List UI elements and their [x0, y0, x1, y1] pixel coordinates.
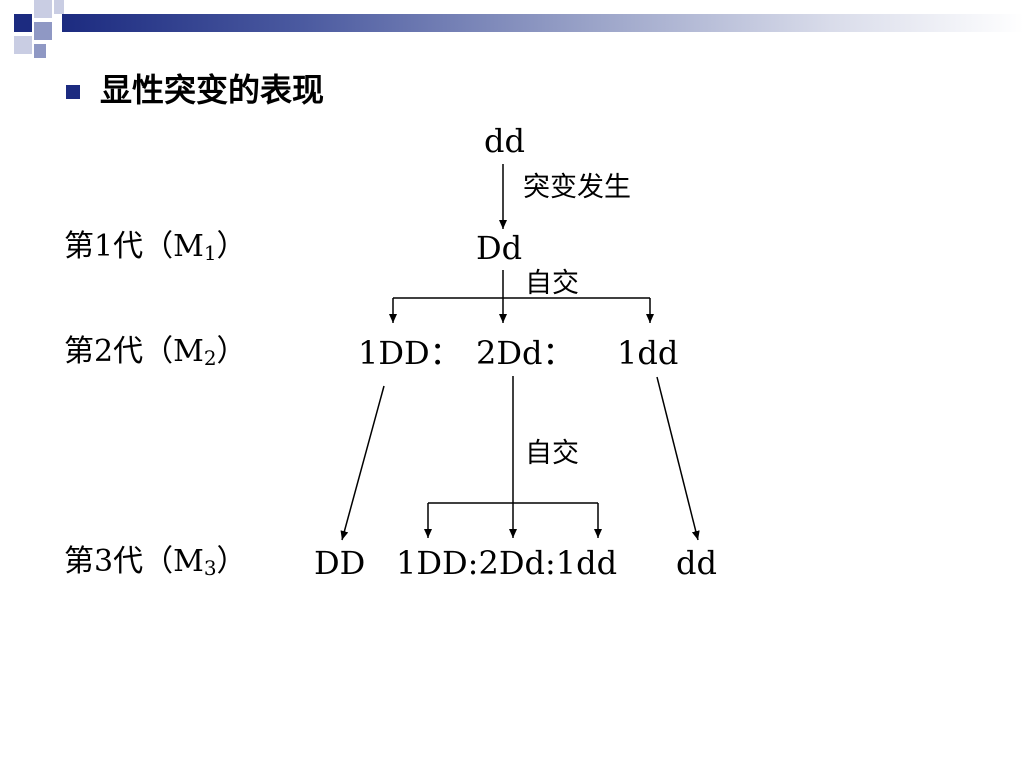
genotype-m2-recessive: 1dd	[617, 334, 679, 372]
bullet-square	[66, 85, 80, 99]
decor-square	[34, 0, 52, 18]
genotype-m3-right: dd	[676, 544, 717, 582]
generation-label-m2: 第2代（M2）	[64, 334, 247, 370]
decor-square	[14, 36, 32, 54]
slide-title: 显性突变的表现	[100, 71, 325, 109]
generation-label-m3: 第3代（M3）	[64, 544, 247, 580]
genotype-m2-dd-homozygous: 1DD：	[358, 334, 462, 372]
decor-square	[34, 44, 46, 58]
decor-square	[14, 14, 32, 32]
header-gradient-band	[62, 14, 1024, 32]
mutation-label: 突变发生	[523, 172, 631, 203]
m2-right-arrow	[656, 376, 700, 541]
decor-square	[34, 22, 52, 40]
decor-square	[54, 0, 64, 14]
genotype-m3-left: DD	[314, 544, 366, 582]
genotype-top: dd	[484, 122, 525, 160]
genotype-m2-heterozygous: 2Dd：	[476, 334, 575, 372]
genotype-m3-middle: 1DD:2Dd:1dd	[396, 544, 618, 582]
genotype-m1: Dd	[476, 229, 523, 267]
generation-label-m1: 第1代（M1）	[64, 229, 247, 265]
header-decoration	[0, 0, 1024, 62]
m2-left-arrow	[340, 385, 385, 541]
selfing-label-1: 自交	[525, 268, 579, 299]
selfing-label-2: 自交	[525, 438, 579, 469]
